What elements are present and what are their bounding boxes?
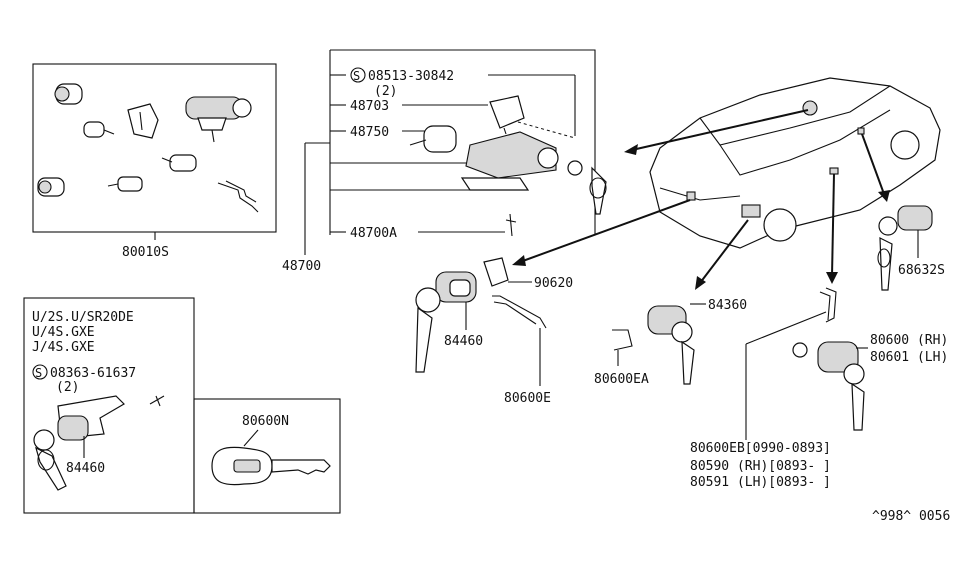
car-door-spot: [829, 167, 839, 175]
key-box: 80600N: [193, 398, 341, 514]
arrow-head-trunk: [512, 255, 526, 266]
variant-lock-drawing: [33, 395, 125, 491]
variant-screw-drawing: [149, 395, 165, 407]
kit-key-small: [107, 176, 143, 192]
arrow-to-trunk: [519, 199, 691, 263]
variant-screw-part: 08363-61637: [50, 366, 136, 381]
variant-screw-symbol-letter: S: [35, 366, 42, 380]
ignition-screw-qty: (2): [374, 84, 397, 99]
ignition-cylinder-part: 48750: [350, 125, 389, 140]
trunk-retainer-part: 90620: [534, 276, 573, 291]
door-group: 80600 (RH) 80601 (LH) 80600EB[0990-0893]…: [690, 287, 948, 490]
variant-screw-qty: (2): [56, 380, 79, 395]
ignition-bolt-drawing: [505, 213, 517, 237]
car-arrows: [512, 109, 890, 290]
variant-line-3: J/4S.GXE: [32, 340, 95, 355]
variant-line-1: U/2S.U/SR20DE: [32, 310, 134, 325]
arrow-to-glove: [861, 133, 885, 195]
kit-bracket: [127, 103, 159, 139]
fuel-lock-part: 84360: [708, 298, 747, 313]
trunk-lock-part: 84460: [444, 334, 483, 349]
car-roof-spot: [802, 100, 818, 116]
fuel-lock-drawing: [647, 305, 695, 385]
door-lock-rh2-part: 80590 (RH)[0893- ]: [690, 459, 831, 474]
glove-group: 68632S: [877, 205, 945, 291]
steering-lock-body: [460, 131, 559, 191]
screw-symbol-letter: S: [353, 69, 360, 83]
trunk-group: 90620 84460 80600E: [415, 257, 573, 406]
ignition-screw-part: 08513-30842: [368, 69, 454, 84]
fuel-group: 84360 80600EA: [594, 298, 747, 387]
ignition-bracket-part: 48703: [350, 99, 389, 114]
ignition-bracket-drawing: [489, 95, 525, 135]
door-clip-drawing: [819, 287, 837, 323]
variant-screw-symbol-icon: [32, 364, 48, 380]
kit-box: 80010S: [32, 63, 277, 260]
door-lock-drawing: [792, 341, 865, 431]
arrow-head-door: [826, 272, 838, 284]
screw-dash-line: [517, 121, 576, 139]
variant-lock-part: 84460: [66, 461, 105, 476]
key-drawing: [211, 446, 331, 486]
ignition-cylinder-drawing: [409, 125, 457, 153]
car-glove-spot: [857, 127, 865, 135]
trunk-retainer-drawing: [483, 257, 509, 287]
variant-line-2: U/4S.GXE: [32, 325, 95, 340]
kit-cylinder-3: [37, 177, 65, 197]
trunk-rod-part: 80600E: [504, 391, 551, 406]
ignition-group: S 08513-30842 (2) 48703 48750 48700A 487…: [282, 49, 607, 274]
arrow-head-fuel: [695, 276, 706, 290]
arrow-to-fuel: [699, 219, 749, 284]
arrow-head-glove: [878, 190, 890, 202]
door-lock-lh2-part: 80591 (LH)[0893- ]: [690, 475, 831, 490]
trunk-rod-drawing: [492, 295, 547, 329]
kit-part-number: 80010S: [122, 245, 169, 260]
key-part-number: 80600N: [242, 414, 289, 429]
door-clip-eb-part: 80600EB[0990-0893]: [690, 441, 831, 456]
ignition-key-drawing: [567, 160, 607, 215]
footer-code: ^998^ 0056: [872, 509, 950, 524]
kit-cylinder-2: [83, 121, 115, 138]
key-box-frame: [193, 398, 341, 514]
fuel-clip-part: 80600EA: [594, 372, 649, 387]
kit-cylinder-4: [161, 154, 197, 172]
kit-rod: [217, 180, 259, 213]
glove-lock-part: 68632S: [898, 263, 945, 278]
door-lock-lh-part: 80601 (LH): [870, 350, 948, 365]
kit-ignition-assembly: [185, 96, 252, 143]
fuel-clip-drawing: [612, 329, 633, 351]
ignition-bolt-part: 48700A: [350, 226, 397, 241]
arrow-head-ignition: [624, 144, 638, 155]
arrow-to-ignition: [631, 109, 809, 151]
trunk-lock-drawing: [415, 271, 477, 373]
car-fuel-lid-spot: [741, 204, 761, 218]
glove-lock-drawing: [877, 205, 933, 291]
screw-symbol-icon: [350, 67, 366, 83]
door-lock-rh-part: 80600 (RH): [870, 333, 948, 348]
car-trunk-spot: [686, 191, 696, 201]
variant-box: U/2S.U/SR20DE U/4S.GXE J/4S.GXE S 08363-…: [23, 297, 195, 514]
ignition-assembly-part: 48700: [282, 259, 321, 274]
kit-cylinder-1: [54, 83, 83, 105]
arrow-to-door: [831, 173, 835, 277]
car-illustration: [649, 77, 941, 249]
